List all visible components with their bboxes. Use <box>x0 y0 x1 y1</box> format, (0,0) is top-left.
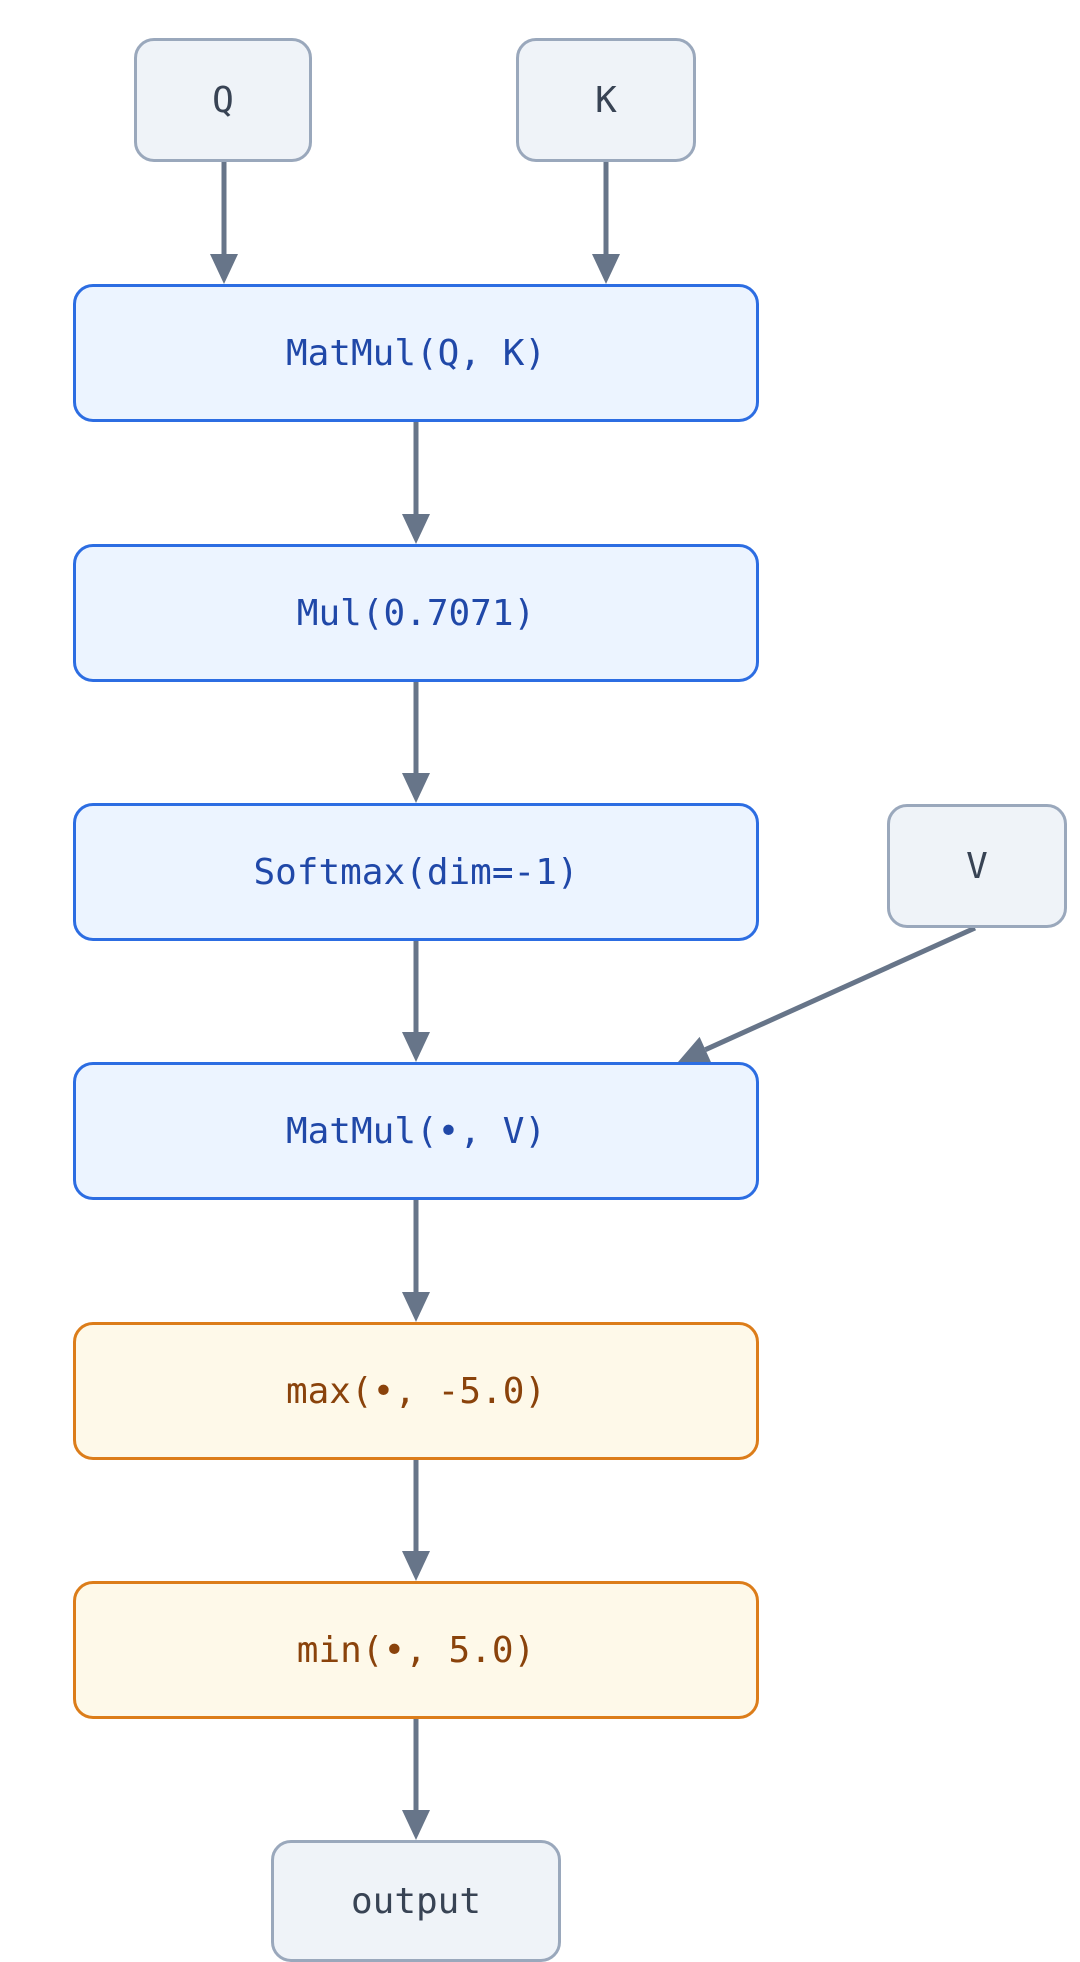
node-k-label: K <box>595 79 617 121</box>
arrowhead-icon <box>592 254 620 284</box>
edge-q-to-matmul_qk <box>210 162 238 284</box>
node-v[interactable]: V <box>887 804 1067 928</box>
edge-matmul_v-to-max <box>402 1200 430 1322</box>
arrowhead-icon <box>402 1551 430 1581</box>
node-output[interactable]: output <box>271 1840 561 1962</box>
node-matmul-qk[interactable]: MatMul(Q, K) <box>73 284 759 422</box>
node-v-label: V <box>966 845 988 887</box>
edge-v-to-matmul_v <box>678 925 977 1063</box>
edge-softmax-to-matmul_v <box>402 941 430 1062</box>
node-min[interactable]: min(•, 5.0) <box>73 1581 759 1719</box>
node-max-label: max(•, -5.0) <box>285 1370 547 1412</box>
node-max[interactable]: max(•, -5.0) <box>73 1322 759 1460</box>
arrowhead-icon <box>402 514 430 544</box>
node-k[interactable]: K <box>516 38 696 162</box>
arrowhead-icon <box>678 1036 712 1063</box>
arrowhead-icon <box>402 773 430 803</box>
edge-min-to-output <box>402 1719 430 1840</box>
node-softmax[interactable]: Softmax(dim=-1) <box>73 803 759 941</box>
node-matmul-qk-label: MatMul(Q, K) <box>285 332 547 374</box>
arrowhead-icon <box>402 1292 430 1322</box>
node-output-label: output <box>350 1880 482 1922</box>
node-softmax-label: Softmax(dim=-1) <box>253 851 579 893</box>
edge-line <box>704 925 977 1052</box>
node-matmul-v-label: MatMul(•, V) <box>285 1110 547 1152</box>
edge-k-to-matmul_qk <box>592 162 620 284</box>
arrowhead-icon <box>210 254 238 284</box>
node-q-label: Q <box>212 79 234 121</box>
arrowhead-icon <box>402 1810 430 1840</box>
node-mul[interactable]: Mul(0.7071) <box>73 544 759 682</box>
arrowhead-icon <box>402 1032 430 1062</box>
node-mul-label: Mul(0.7071) <box>296 592 536 634</box>
node-matmul-v[interactable]: MatMul(•, V) <box>73 1062 759 1200</box>
edge-mul-to-softmax <box>402 682 430 803</box>
edge-max-to-min <box>402 1460 430 1581</box>
node-q[interactable]: Q <box>134 38 312 162</box>
edge-matmul_qk-to-mul <box>402 422 430 544</box>
node-min-label: min(•, 5.0) <box>296 1629 536 1671</box>
